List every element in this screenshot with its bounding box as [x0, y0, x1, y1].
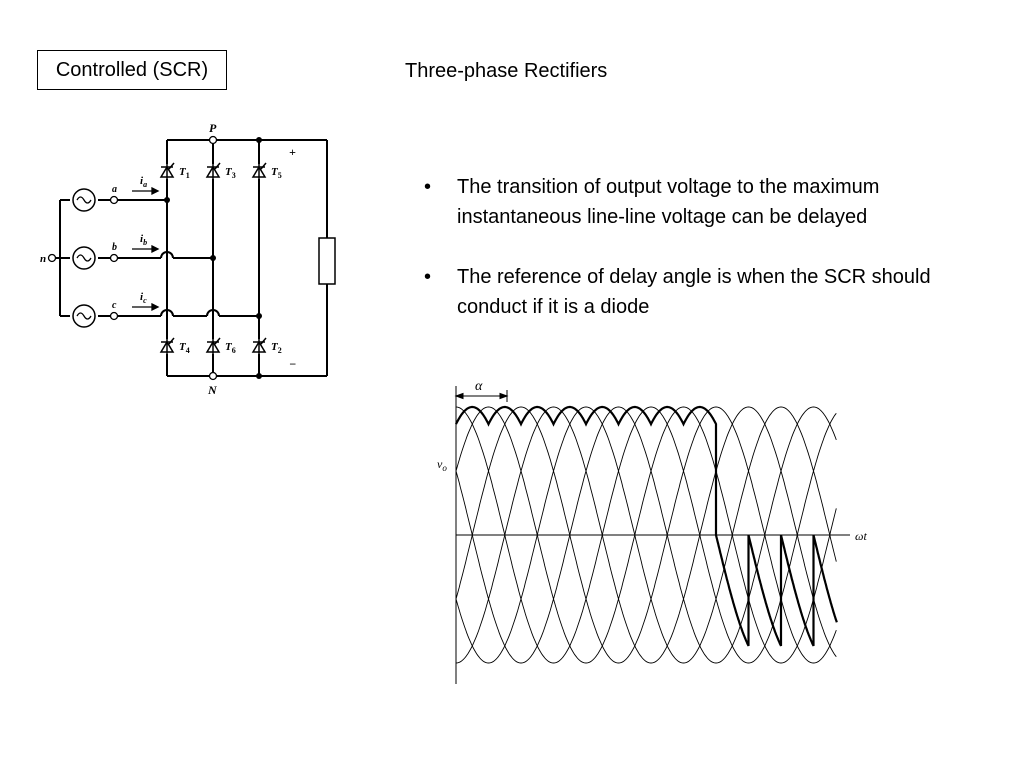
node-n-label: N	[207, 383, 218, 397]
thyristor-t1-label: T1	[179, 166, 190, 180]
minus-sign: −	[289, 357, 296, 371]
bullet-item: • The reference of delay angle is when t…	[420, 262, 1000, 322]
slide-title: Three-phase Rectifiers	[405, 60, 608, 82]
thyristor-t6-label: T6	[225, 341, 236, 355]
line-voltage-curve	[455, 406, 837, 664]
current-ia-label: ia	[140, 175, 147, 189]
line-voltage-curve	[455, 406, 837, 664]
circuit-diagram: P N n a b c ia ib ic T1 T3 T5 T4 T6 T2 +…	[40, 121, 336, 397]
slide-label: Controlled (SCR)	[37, 50, 227, 90]
node-p-label: P	[209, 121, 217, 135]
current-ic-label: ic	[140, 291, 147, 305]
plus-sign: +	[289, 145, 296, 159]
line-voltage-curve	[455, 406, 837, 664]
thyristor-t2-label: T2	[271, 341, 282, 355]
bullet-text: The reference of delay angle is when the…	[457, 266, 931, 318]
phase-c-label: c	[112, 300, 117, 311]
neutral-label: n	[40, 253, 46, 265]
line-voltage-curve	[455, 406, 837, 664]
bullet-item: • The transition of output voltage to th…	[420, 172, 1000, 232]
bullet-marker: •	[424, 176, 432, 198]
bullet-text: The transition of output voltage to the …	[457, 176, 880, 228]
thyristor-t4-label: T4	[179, 341, 190, 355]
phase-b-label: b	[112, 242, 117, 253]
current-ib-label: ib	[140, 233, 147, 247]
phase-a-label: a	[112, 184, 117, 195]
line-voltage-curve	[455, 406, 837, 664]
vo-axis-label: vo	[437, 457, 447, 473]
output-voltage-trace	[454, 405, 838, 647]
waveform-plot: α vo ωt	[437, 379, 867, 684]
wt-axis-label: ωt	[855, 529, 867, 543]
load-resistor	[318, 237, 336, 285]
alpha-label: α	[475, 379, 483, 394]
bullet-list: • The transition of output voltage to th…	[420, 172, 1000, 352]
thyristor-t3-label: T3	[225, 166, 236, 180]
bullet-marker: •	[424, 266, 432, 288]
thyristor-t5-label: T5	[271, 166, 282, 180]
